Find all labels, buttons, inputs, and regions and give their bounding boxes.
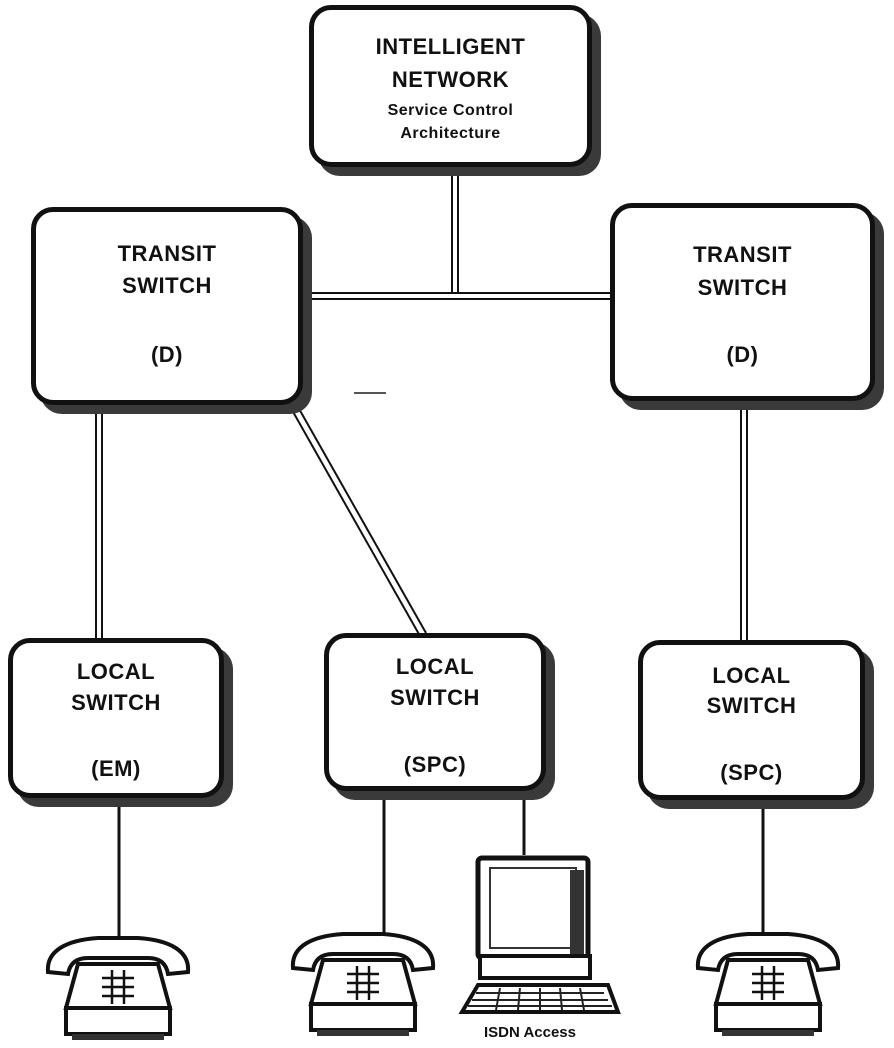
local-right-tag: (SPC)	[720, 760, 783, 785]
local-mid-line2: SWITCH	[390, 685, 480, 710]
local-left-tag: (EM)	[91, 756, 141, 781]
computer-terminal-icon	[458, 855, 621, 1014]
local-right-line1: LOCAL	[712, 663, 791, 688]
transit-right-line1: TRANSIT	[693, 242, 792, 267]
transit-right-tag: (D)	[726, 342, 759, 367]
isdn-access-caption: ISDN Access	[484, 1024, 576, 1041]
telephone-icon	[290, 932, 436, 1038]
transit-right-line2: SWITCH	[697, 275, 788, 300]
local-mid-tag: (SPC)	[403, 752, 467, 777]
local-left-line2: SWITCH	[71, 690, 161, 715]
node-subtitle-line2: Architecture	[400, 125, 501, 142]
transit-switch-left: TRANSIT SWITCH (D)	[31, 207, 303, 405]
telephone-icon	[45, 936, 191, 1042]
local-mid-line1: LOCAL	[395, 654, 475, 679]
transit-switch-right: TRANSIT SWITCH (D)	[610, 203, 875, 401]
local-switch-left: LOCAL SWITCH (EM)	[8, 638, 224, 798]
local-right-line2: SWITCH	[706, 693, 797, 718]
transit-left-line2: SWITCH	[122, 273, 212, 298]
telephone-icon	[695, 932, 841, 1038]
local-switch-middle: LOCAL SWITCH (SPC)	[324, 633, 546, 791]
local-left-line1: LOCAL	[76, 659, 156, 684]
local-switch-right: LOCAL SWITCH (SPC)	[638, 640, 865, 800]
link-transit-left-to-local-mid	[291, 409, 421, 637]
node-title-line1: INTELLIGENT	[375, 34, 526, 59]
transit-left-tag: (D)	[150, 342, 184, 367]
node-subtitle-line1: Service Control	[387, 102, 514, 119]
node-title-line2: NETWORK	[391, 67, 510, 92]
intelligent-network-node: INTELLIGENT NETWORK Service Control Arch…	[309, 5, 592, 167]
transit-left-line1: TRANSIT	[117, 241, 217, 266]
